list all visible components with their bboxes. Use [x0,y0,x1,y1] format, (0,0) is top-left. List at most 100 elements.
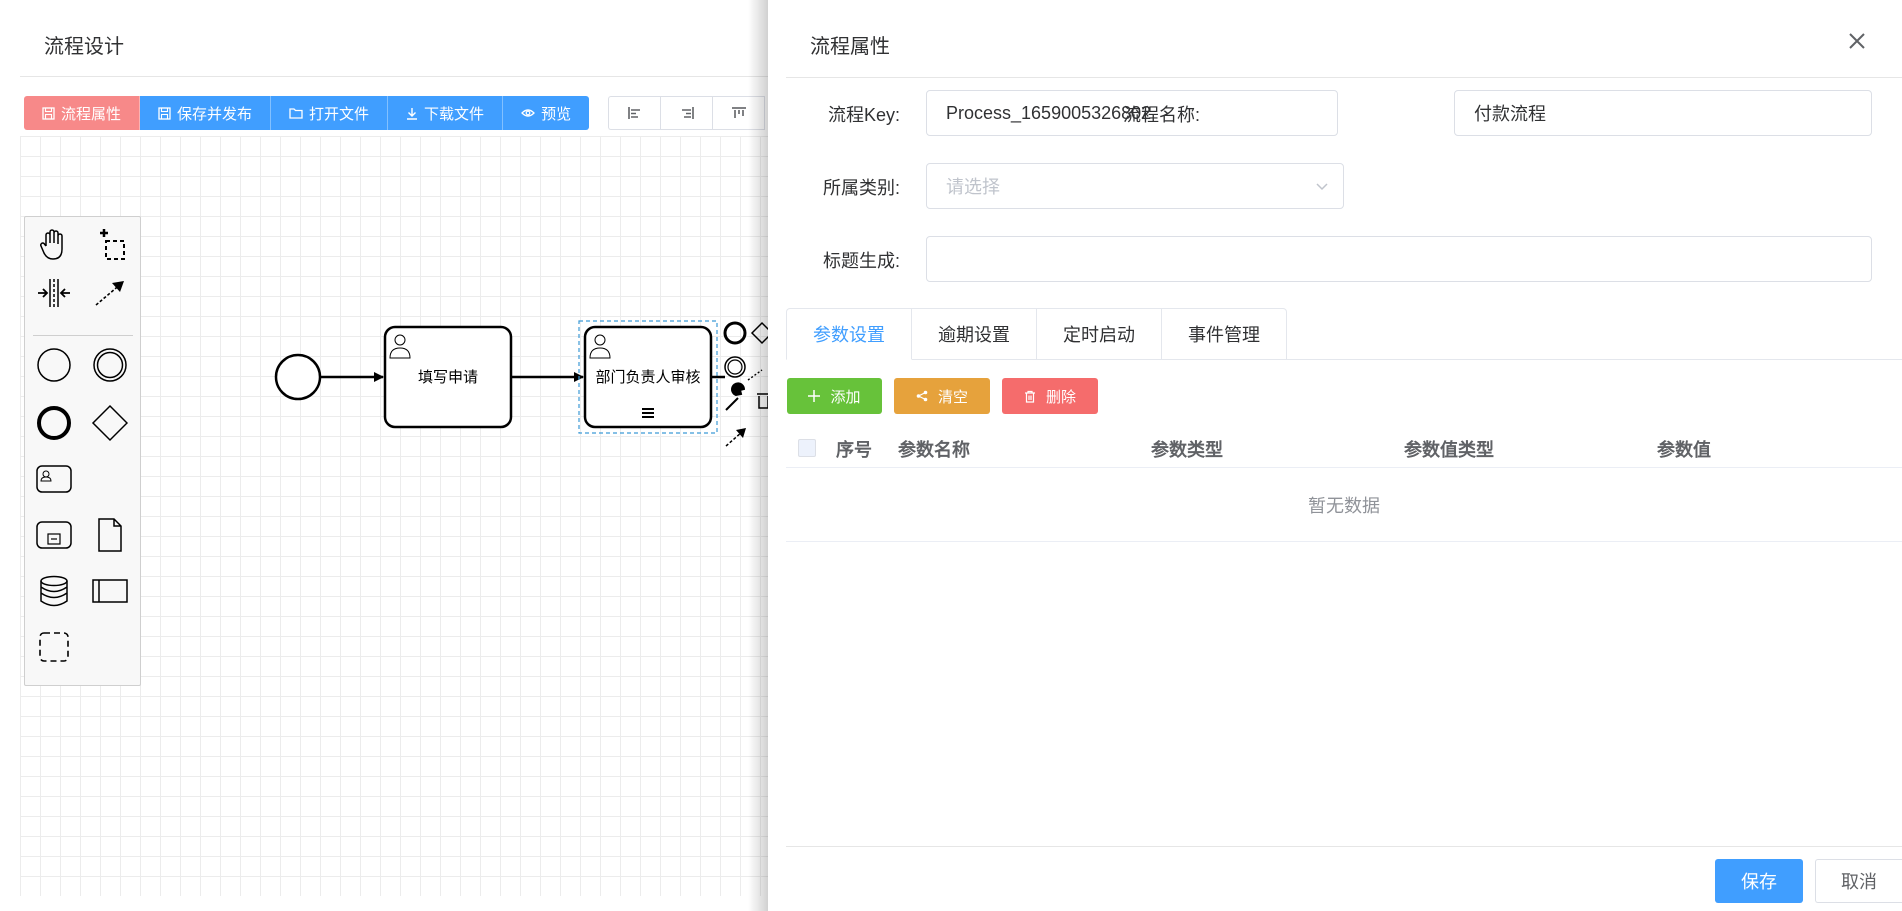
space-tool[interactable] [32,271,76,315]
lasso-tool[interactable] [88,223,132,267]
task-label: 部门负责人审核 [595,369,701,386]
data-store-tool[interactable] [32,569,76,613]
preview-button[interactable]: 预览 [503,96,590,130]
align-right-button[interactable] [661,97,713,129]
clear-button[interactable]: 清空 [894,378,990,414]
download-file-label: 下载文件 [424,105,485,123]
align-left-icon [627,107,640,119]
tab-bar: 参数设置 逾期设置 定时启动 事件管理 [786,308,1287,360]
add-label: 添加 [830,388,861,406]
connect-tool-icon [95,281,124,306]
tab-parameter-settings[interactable]: 参数设置 [786,308,912,360]
gateway-tool[interactable] [88,401,132,445]
context-end-event-icon[interactable] [723,321,747,345]
close-button[interactable] [1844,28,1870,54]
params-table-header: 序号 参数名称 参数类型 参数值类型 参数值 [786,424,1902,468]
group-icon [39,632,69,662]
category-placeholder: 请选择 [946,177,1000,197]
context-intermediate-event-icon[interactable] [724,356,746,378]
align-right-icon [681,107,694,119]
hand-tool[interactable] [32,223,76,267]
chevron-down-icon [1316,183,1328,191]
add-button[interactable]: 添加 [787,378,882,414]
multi-instance-marker-icon [642,408,654,418]
plus-icon [808,390,821,402]
context-connect-icon[interactable] [725,431,743,447]
start-event[interactable] [274,353,322,401]
divider [786,846,1902,847]
column-header: 参数名称 [898,440,970,460]
subprocess-tool[interactable] [32,513,76,557]
close-icon [1849,33,1865,49]
tab-timed-start[interactable]: 定时启动 [1037,308,1162,360]
empty-state: 暂无数据 [786,468,1902,542]
process-name-input[interactable]: 付款流程 [1454,90,1872,136]
user-task-marker-icon [389,334,411,359]
save-icon [42,106,55,120]
save-button[interactable]: 保存 [1715,859,1803,903]
context-intermediate-event-inner [727,359,743,375]
process-properties-drawer: 流程属性 流程Key: Process_1659005326802 流程名称: … [768,0,1902,911]
divider [20,76,780,77]
start-event-icon [37,348,71,382]
pool-tool[interactable] [88,569,132,613]
process-key-label: 流程Key: [827,105,900,125]
preview-label: 预览 [541,105,572,123]
open-file-button[interactable]: 打开文件 [271,96,389,130]
divider [786,77,1902,78]
select-all-checkbox[interactable] [798,439,816,457]
process-properties-button[interactable]: 流程属性 [24,96,141,130]
data-store-icon [40,575,68,607]
group-tool[interactable] [32,625,76,669]
tabs-underline [786,359,1902,360]
process-properties-label: 流程属性 [61,105,122,123]
category-select[interactable]: 请选择 [926,163,1344,209]
share-icon [916,390,928,402]
trash-icon [1024,390,1035,403]
column-header: 参数值 [1657,440,1711,460]
process-key-value: Process_1659005326802 [946,102,1152,123]
align-top-icon [731,107,746,118]
tab-overdue-settings[interactable]: 逾期设置 [912,308,1037,360]
start-event-tool[interactable] [32,343,76,387]
connect-tool[interactable] [88,271,132,315]
align-top-button[interactable] [713,97,765,129]
delete-button[interactable]: 删除 [1002,378,1098,414]
empty-text: 暂无数据 [1308,495,1380,516]
task-label: 填写申请 [417,369,478,386]
save-publish-label: 保存并发布 [177,105,253,123]
save-publish-button[interactable]: 保存并发布 [140,96,272,130]
column-header: 参数值类型 [1404,440,1494,460]
delete-label: 删除 [1045,388,1076,406]
column-header: 参数类型 [1151,440,1223,460]
hand-tool-icon [40,229,63,260]
title-gen-input[interactable] [926,236,1872,282]
wrench-icon[interactable] [725,382,746,411]
align-left-button[interactable] [609,97,661,129]
data-object-tool[interactable] [88,513,132,557]
category-label: 所属类别: [822,178,900,198]
folder-icon [289,108,303,119]
user-task-tool[interactable] [32,457,76,501]
bpmn-diagram [274,320,774,447]
tab-event-management[interactable]: 事件管理 [1162,308,1287,360]
end-event-tool[interactable] [32,401,76,445]
subprocess-icon [36,521,72,549]
diagram-canvas[interactable] [20,136,780,896]
drawer-title: 流程属性 [810,36,890,58]
eye-icon [521,109,535,117]
intermediate-event-tool[interactable] [88,343,132,387]
palette-separator [33,335,133,336]
cancel-button[interactable]: 取消 [1815,859,1902,903]
gateway-icon [91,404,129,442]
align-toolbar [608,96,765,130]
pool-icon [92,579,128,603]
clear-label: 清空 [937,388,968,406]
user-task-marker-icon [589,334,611,359]
download-file-button[interactable]: 下载文件 [388,96,504,130]
save-icon [158,106,171,120]
context-association-icon[interactable] [747,369,763,381]
process-key-input[interactable]: Process_1659005326802 [926,90,1338,136]
